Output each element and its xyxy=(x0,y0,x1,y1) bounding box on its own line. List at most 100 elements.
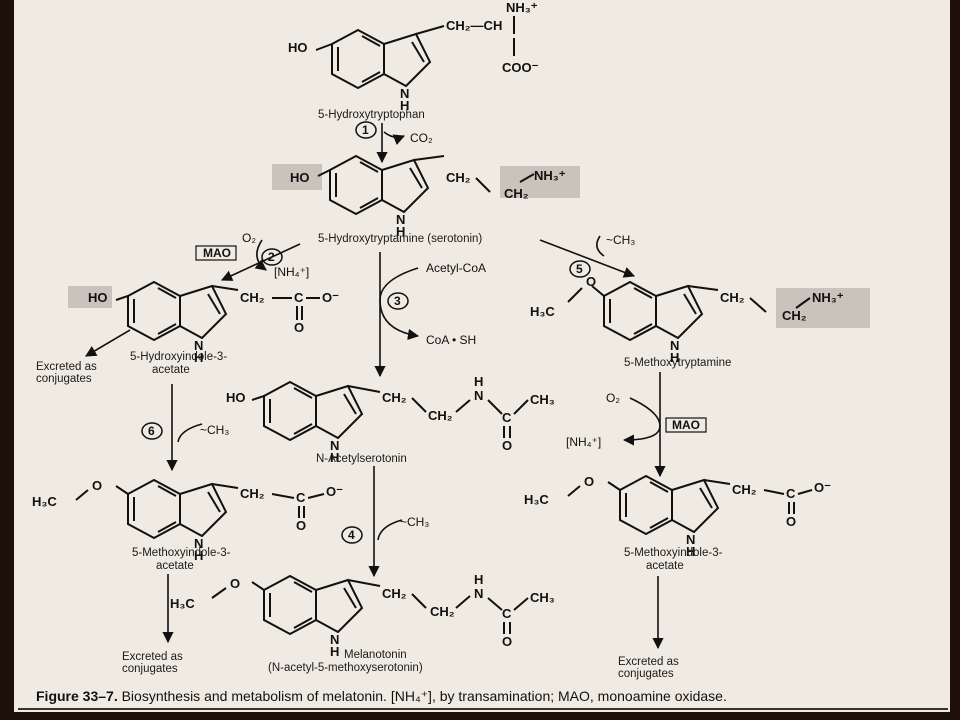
ammonium-group: NH₃⁺ xyxy=(812,290,844,305)
label-n-acetylserotonin: N-Acetylserotonin xyxy=(316,453,407,465)
excreted-c7-line1: Excreted as xyxy=(618,656,679,668)
compound-5-methoxyindole-3-acetate-left: O H₃C CH₂ C O⁻ O N H xyxy=(32,478,343,563)
methoxy-oxygen: O xyxy=(230,576,240,591)
label-5-hydroxyindole-3-acetate-2: acetate xyxy=(152,364,190,376)
side-chain-ch2: CH₂ xyxy=(504,186,529,201)
step-2-reagent-in: O₂ xyxy=(242,231,256,245)
label-5-methoxyindole-3-acetate-left-1: 5-Methoxyindole-3- xyxy=(132,547,231,559)
compound-serotonin: HO CH₂ CH₂ NH₃⁺ N H xyxy=(290,155,566,239)
compound-5-methoxytryptamine: O H₃C CH₂ CH₂ NH₃⁺ N H xyxy=(530,274,844,365)
side-chain-ch2: CH₂ xyxy=(428,408,453,423)
arrow-step-4-side xyxy=(377,519,403,541)
paper-sheet xyxy=(14,0,950,712)
hydroxyl-group: HO xyxy=(226,390,246,405)
figure-caption: Figure 33–7. Biosynthesis and metabolism… xyxy=(36,688,727,705)
mao-badge-right xyxy=(665,417,707,433)
side-chain: CH₂ xyxy=(732,482,757,497)
indole-nitrogen: N xyxy=(194,338,203,353)
methyl-group: H₃C xyxy=(530,304,555,319)
mao-right-reagent-out: [NH₄⁺] xyxy=(566,435,601,449)
methyl-group: H₃C xyxy=(524,492,549,507)
methoxy-oxygen: O xyxy=(92,478,102,493)
arrow-co2 xyxy=(383,131,406,145)
side-chain: CH₂ xyxy=(382,390,407,405)
indole-nitrogen: N xyxy=(330,632,339,647)
side-chain: CH₂—CH xyxy=(446,18,502,33)
label-5-hydroxytryptophan: 5-Hydroxytryptophan xyxy=(318,109,425,121)
excreted-c7-line2: conjugates xyxy=(618,668,674,680)
label-5-methoxytryptamine: 5-Methoxytryptamine xyxy=(624,357,731,369)
hydroxyl-group: HO xyxy=(288,40,308,55)
amide-nitrogen: N xyxy=(474,388,483,403)
carbonyl-carbon: C xyxy=(502,410,512,425)
indole-hydrogen: H xyxy=(194,548,203,563)
excreted-c3-line1: Excreted as xyxy=(36,361,97,373)
compound-n-acetylserotonin: HO CH₂ CH₂ N H C CH₃ O N H xyxy=(226,374,555,465)
methyl-group: H₃C xyxy=(32,494,57,509)
excreted-c6-line1: Excreted as xyxy=(122,651,183,663)
indole-nitrogen: N xyxy=(194,536,203,551)
methoxy-oxygen: O xyxy=(586,274,596,289)
highlight-hydroxyl-c3 xyxy=(68,286,112,308)
side-chain-ch2: CH₂ xyxy=(430,604,455,619)
label-5-hydroxyindole-3-acetate-1: 5-Hydroxyindole-3- xyxy=(130,351,227,363)
step-5-number: 5 xyxy=(576,262,583,276)
figure-caption-text: Biosynthesis and metabolism of melatonin… xyxy=(121,688,727,704)
step-1-number: 1 xyxy=(362,123,369,137)
indole-hydrogen: H xyxy=(396,224,405,239)
step-6-reagent: ~CH₃ xyxy=(200,423,229,437)
mao-right-reagent-in: O₂ xyxy=(606,391,620,405)
hydroxyl-group: HO xyxy=(88,290,108,305)
side-chain: CH₂ xyxy=(446,170,471,185)
carbonyl-oxygen: O xyxy=(502,438,512,453)
amide-hydrogen: H xyxy=(474,374,483,389)
step-3-reagent-in: Acetyl-CoA xyxy=(426,261,486,275)
label-5-methoxyindole-3-acetate-right-1: 5-Methoxyindole-3- xyxy=(624,547,723,559)
indole-nitrogen: N xyxy=(330,438,339,453)
excreted-c6-line2: conjugates xyxy=(122,663,178,675)
label-melatonin-1: Melanotonin xyxy=(344,649,407,661)
step-1-badge xyxy=(355,121,377,139)
indole-nitrogen: N xyxy=(670,338,679,353)
indole-nitrogen: N xyxy=(396,212,405,227)
carbonyl-carbon: C xyxy=(502,606,512,621)
arrow-excreted-c3 xyxy=(85,329,131,357)
arrow-step-3-side xyxy=(379,267,420,340)
indole-nitrogen: N xyxy=(686,532,695,547)
highlight-amine xyxy=(500,166,580,198)
step-3-number: 3 xyxy=(394,294,401,308)
step-4-badge xyxy=(341,526,363,544)
step-3-reagent-out: CoA • SH xyxy=(426,333,476,347)
carboxyl-carbon: C xyxy=(296,490,306,505)
methoxy-oxygen: O xyxy=(584,474,594,489)
side-chain: CH₂ xyxy=(240,290,265,305)
side-chain: CH₂ xyxy=(720,290,745,305)
arrow-step-5-side xyxy=(596,235,605,257)
label-5-methoxyindole-3-acetate-left-2: acetate xyxy=(156,560,194,572)
figure-number: Figure 33–7. xyxy=(36,688,118,704)
methyl-group-acetyl: CH₃ xyxy=(530,590,555,605)
step-6-number: 6 xyxy=(148,424,155,438)
amide-hydrogen: H xyxy=(474,572,483,587)
carbonyl-oxygen: O xyxy=(786,514,796,529)
methyl-group: H₃C xyxy=(170,596,195,611)
carboxyl-carbon: C xyxy=(786,486,796,501)
carboxyl-carbon: C xyxy=(294,290,304,305)
step-3-badge xyxy=(387,292,409,310)
indole-hydrogen: H xyxy=(330,644,339,659)
indole-hydrogen: H xyxy=(670,350,679,365)
arrow-step-6-side xyxy=(177,423,203,443)
carboxylate-oxygen: O⁻ xyxy=(814,480,831,495)
excreted-c3-line2: conjugates xyxy=(36,373,92,385)
side-chain: CH₂ xyxy=(240,486,265,501)
compound-5-hydroxyindole-3-acetate: HO CH₂ C O⁻ O N H xyxy=(88,281,339,365)
side-chain-ch2: CH₂ xyxy=(782,308,807,323)
ammonium-group: NH₃⁺ xyxy=(534,168,566,183)
step-4-reagent: ~CH₃ xyxy=(400,515,429,529)
step-5-reagent: ~CH₃ xyxy=(606,233,635,247)
compound-5-hydroxytryptophan: HO CH₂—CH NH₃⁺ COO⁻ N H xyxy=(288,0,539,113)
label-5-methoxyindole-3-acetate-right-2: acetate xyxy=(646,560,684,572)
carboxylate-oxygen: O⁻ xyxy=(326,484,343,499)
